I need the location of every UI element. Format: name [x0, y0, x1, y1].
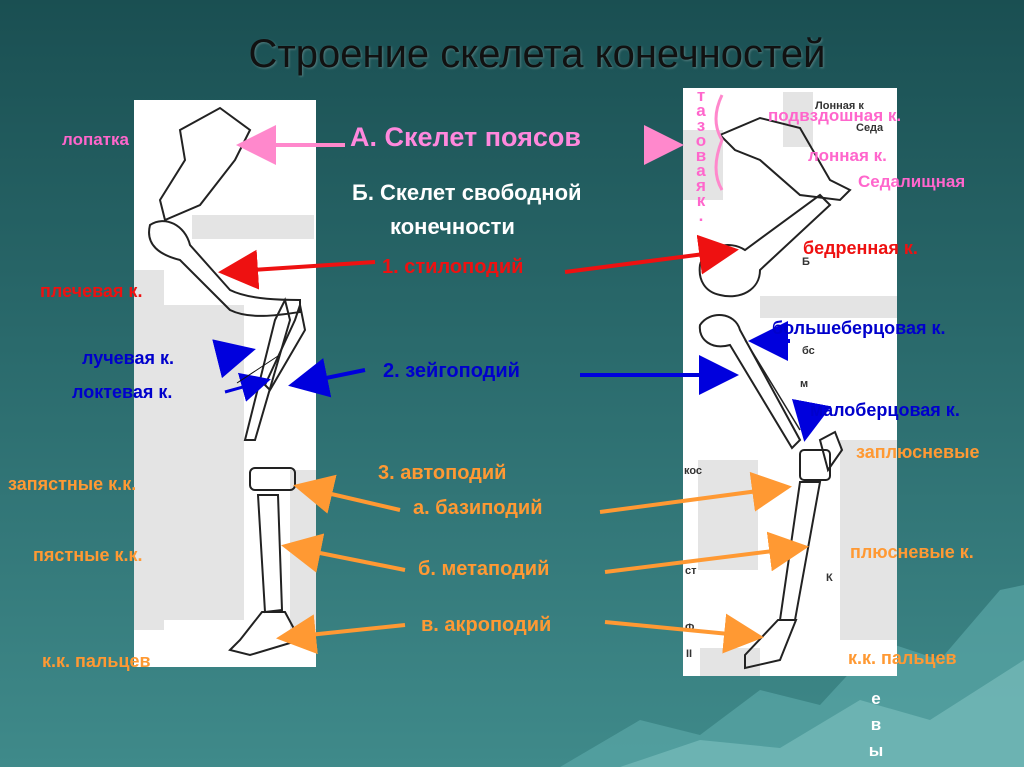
- fragment-b: Б: [802, 256, 810, 268]
- radius-label: лучевая к.: [82, 348, 175, 368]
- femur-label: бедренная к.: [803, 238, 918, 258]
- ulna-label: локтевая к.: [72, 382, 173, 402]
- tibia-label: большеберцовая к.: [772, 318, 946, 338]
- arrow-radius: [212, 339, 256, 379]
- fragment-st: ст: [685, 565, 697, 577]
- arrow-stylopod-right: [564, 234, 739, 275]
- forelimb-metacarpal-icon: [256, 494, 284, 614]
- stylopod-label: 1. стилоподий: [382, 256, 524, 278]
- arrow-acropod-right: [604, 613, 764, 654]
- arrow-basipod-right: [599, 471, 792, 514]
- ischium-label: Седалищная: [858, 172, 966, 191]
- fragment-f: Ф: [685, 622, 695, 634]
- fibula-label: малоберцовая к.: [810, 400, 960, 420]
- carpals-label: запястные к.к.: [8, 474, 137, 494]
- ilium-label: лонная к.: [808, 146, 887, 165]
- hindlimb-tarsal-icon: [799, 449, 831, 481]
- fragment-pubic-bone: Лонная к: [815, 100, 864, 112]
- metacarpals-label: пястные к.к.: [33, 545, 143, 565]
- metatarsals-label: плюсневые к.: [850, 542, 974, 562]
- arrow-ulna: [224, 372, 271, 402]
- toe-bones-label: к.к. пальцев: [848, 648, 957, 668]
- scapula-label: лопатка: [62, 130, 129, 149]
- hindlimb-pelvis-icon: [718, 116, 852, 202]
- fragment-ischium: Седа: [856, 122, 884, 134]
- arrow-acropod-left: [276, 614, 406, 655]
- fragment-m: м: [800, 378, 809, 390]
- zeugopod-label: 2. зейгоподий: [383, 360, 520, 382]
- basipod-label: а. базиподий: [413, 497, 543, 519]
- forelimb-scapula-icon: [158, 106, 252, 222]
- arrow-fibula: [791, 398, 832, 442]
- fragment-ii: II: [686, 648, 693, 660]
- humerus-label: плечевая к.: [40, 281, 143, 301]
- girdle-skeleton-heading: А. Скелет поясов: [350, 122, 582, 152]
- arrow-metapod-left: [281, 533, 406, 573]
- hindlimb-tibia-icon: [698, 314, 802, 450]
- forelimb-digit-icon: [228, 611, 302, 657]
- free-limb-heading-line2: конечности: [390, 214, 515, 239]
- arrow-zeugopod-left: [288, 358, 366, 398]
- finger-bones-label: к.к. пальцев: [42, 651, 151, 671]
- arrow-metapod-right: [604, 531, 809, 574]
- acropod-label: в. акроподий: [421, 614, 552, 636]
- fragment-b2: бс: [802, 345, 815, 357]
- arrow-basipod-left: [293, 474, 401, 514]
- free-limb-heading-line1: Б. Скелет свободной: [352, 180, 582, 205]
- forelimb-radius-icon: [243, 297, 292, 441]
- fragment-kos: кос: [684, 465, 703, 477]
- metapod-label: б. метаподий: [418, 558, 550, 580]
- fragment-k: К: [826, 572, 833, 584]
- slide-title: Строение скелета конечностей: [248, 32, 826, 76]
- autopod-label: 3. автоподий: [378, 462, 507, 484]
- pubic-bone-label: подвздошная к.: [768, 106, 902, 125]
- tarsals-label: заплюсневые: [856, 442, 980, 462]
- arrow-stylopod-left: [218, 249, 376, 290]
